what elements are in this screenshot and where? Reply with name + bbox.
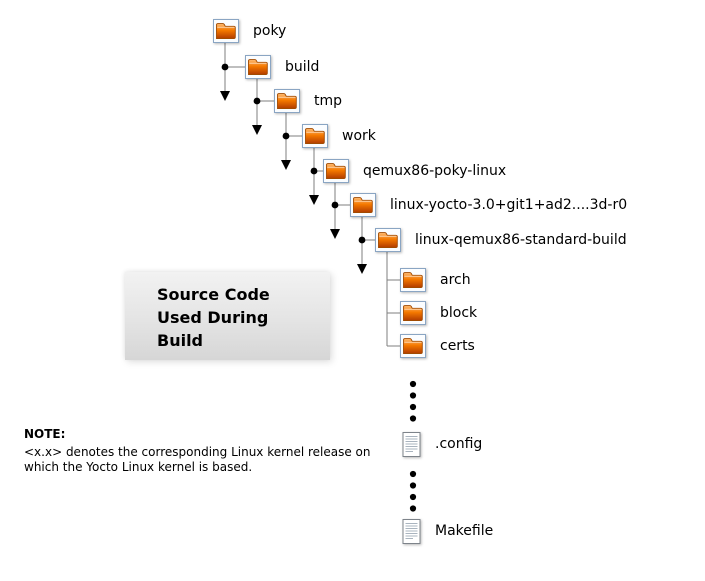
node-label: qemux86-poky-linux — [363, 162, 507, 179]
folder-icon — [323, 159, 349, 183]
ellipsis-dot — [409, 493, 417, 501]
ellipsis-dot — [409, 403, 417, 411]
branch-bullet — [253, 97, 261, 105]
folder-icon — [400, 301, 426, 325]
tree-node-poky: poky — [213, 19, 286, 43]
source-code-callout: Source Code Used During Build — [125, 272, 330, 360]
node-label: poky — [253, 22, 287, 39]
folder-icon — [400, 268, 426, 292]
file-icon — [402, 432, 421, 457]
note-line: which the Yocto Linux kernel is based. — [24, 460, 253, 474]
node-label: build — [285, 58, 320, 75]
folder-icon — [245, 55, 271, 79]
tree-node-tmp: tmp — [274, 89, 342, 113]
down-arrow-icon — [309, 195, 319, 205]
callout-line: Source Code — [157, 285, 270, 304]
branch-bullet — [221, 63, 229, 71]
down-arrow-icon — [252, 125, 262, 135]
tree-node-block: block — [400, 301, 477, 325]
node-label: work — [342, 127, 376, 144]
tree-node-qemux86-poky-linux: qemux86-poky-linux — [323, 159, 506, 183]
tree-node-work: work — [302, 124, 376, 148]
ellipsis-dot — [409, 470, 417, 478]
branch-bullet — [282, 132, 290, 140]
note-title: NOTE: — [24, 427, 66, 441]
tree-node-dot-config: .config — [402, 432, 482, 457]
tree-node-linux-yocto-src: linux-yocto-3.0+git1+ad2....3d-r0 — [350, 193, 627, 217]
node-label: arch — [440, 271, 471, 288]
down-arrow-icon — [357, 264, 367, 274]
tree-node-linux-qemux86-standard-build: linux-qemux86-standard-build — [375, 228, 627, 252]
file-icon — [402, 519, 421, 544]
folder-icon — [302, 124, 328, 148]
callout-text: Source Code Used During Build — [125, 272, 330, 352]
branch-bullet — [331, 201, 339, 209]
ellipsis-dot — [409, 392, 417, 399]
note-line: <x.x> denotes the corresponding Linux ke… — [24, 445, 371, 459]
callout-line: Build — [157, 331, 204, 350]
tree-node-arch: arch — [400, 268, 471, 292]
tree-node-build: build — [245, 55, 319, 79]
node-label: linux-qemux86-standard-build — [415, 231, 627, 248]
tree-node-makefile: Makefile — [402, 519, 493, 544]
down-arrow-icon — [281, 160, 291, 170]
down-arrow-icon — [220, 91, 230, 101]
folder-icon — [213, 19, 239, 43]
tree-node-certs: certs — [400, 334, 475, 358]
branch-bullet — [358, 236, 366, 244]
folder-icon — [350, 193, 376, 217]
ellipsis-dot — [409, 482, 417, 489]
folder-icon — [400, 334, 426, 358]
callout-line: Used During — [157, 308, 269, 327]
node-label: certs — [440, 337, 475, 354]
folder-icon — [274, 89, 300, 113]
node-label: tmp — [314, 92, 343, 109]
ellipsis-dot — [409, 415, 417, 422]
branch-bullet — [310, 167, 318, 175]
ellipsis-dot — [409, 505, 417, 512]
down-arrow-icon — [330, 229, 340, 239]
node-label: block — [440, 304, 478, 321]
folder-icon — [375, 228, 401, 252]
node-label: Makefile — [435, 523, 494, 539]
ellipsis-dot — [409, 380, 417, 388]
node-label: .config — [435, 436, 483, 452]
kernel-note: NOTE: <x.x> denotes the corresponding Li… — [24, 427, 371, 475]
node-label: linux-yocto-3.0+git1+ad2....3d-r0 — [390, 196, 628, 213]
